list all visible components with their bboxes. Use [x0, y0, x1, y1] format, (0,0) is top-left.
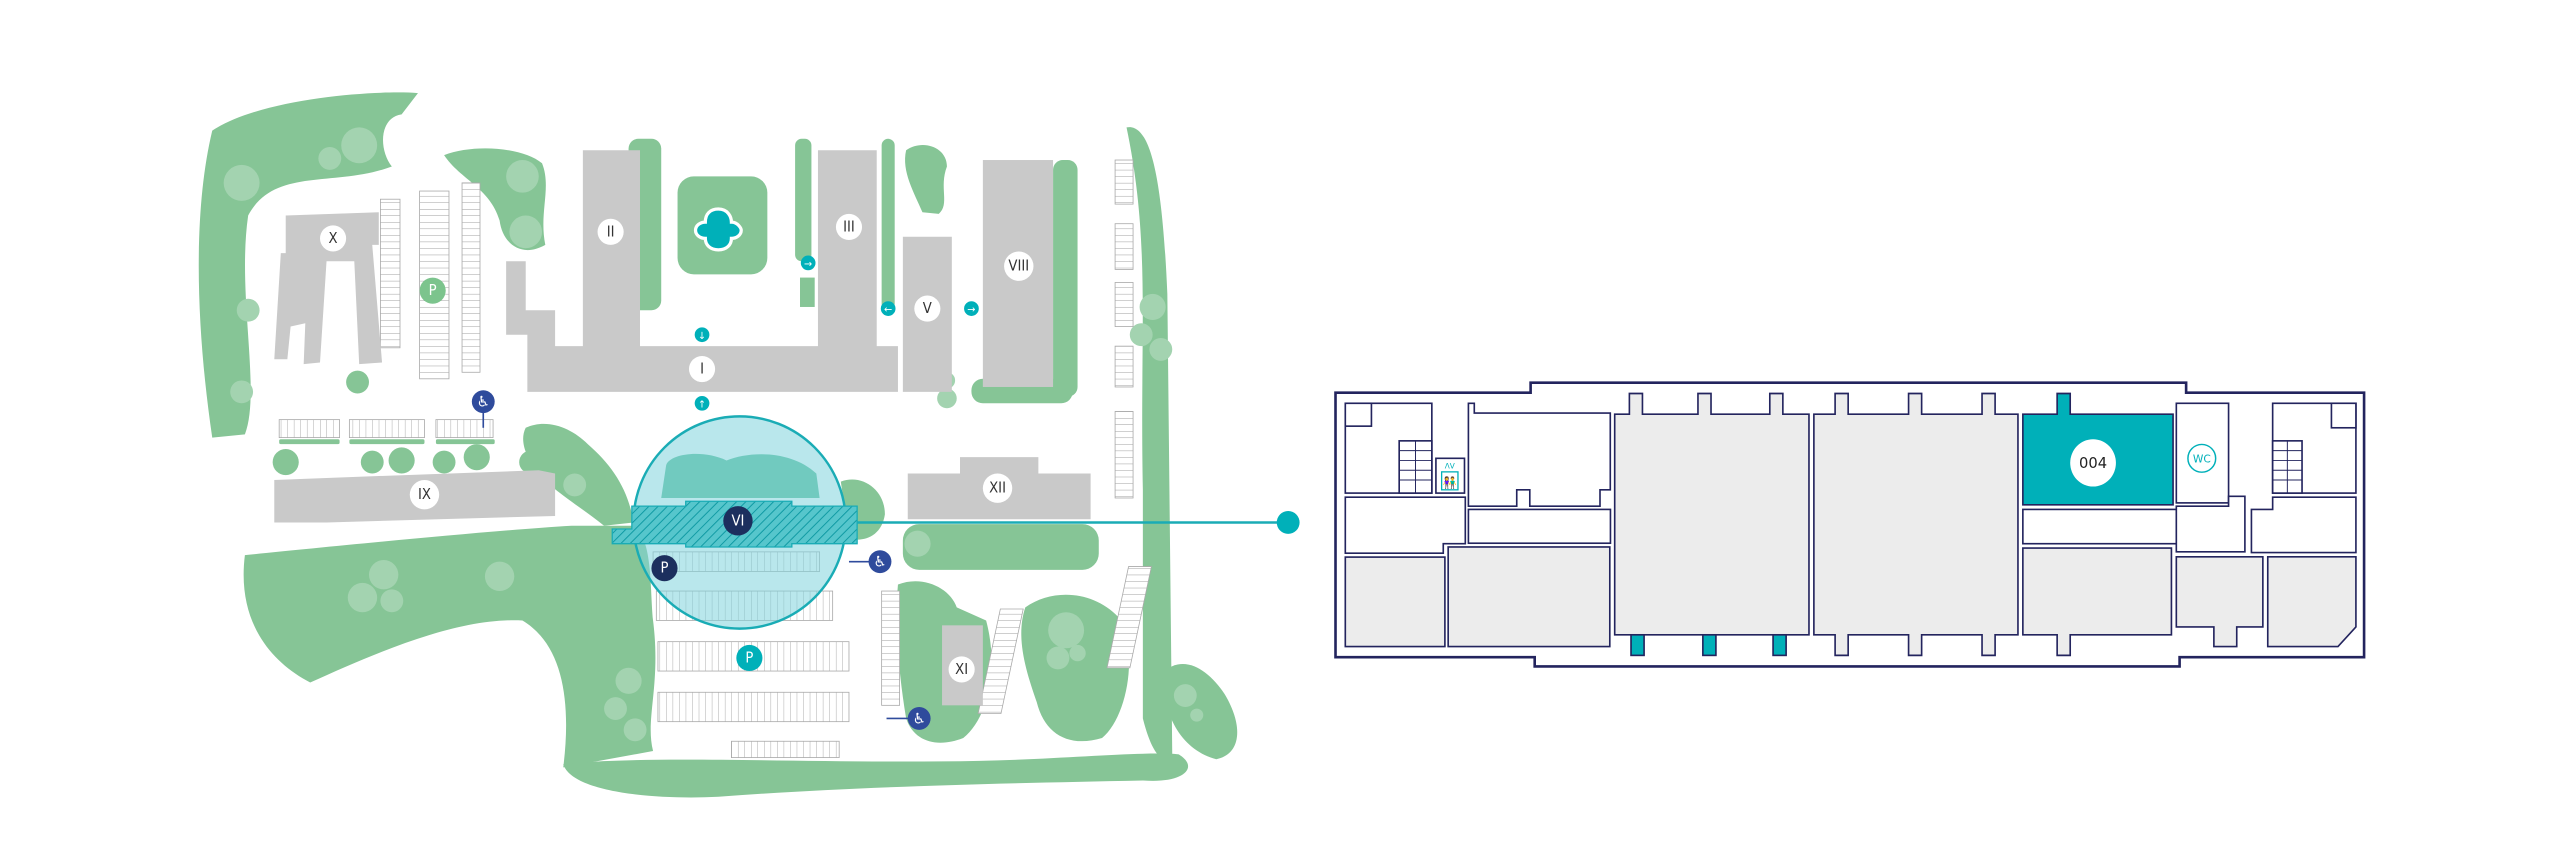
hall-1[interactable]	[1613, 392, 1810, 657]
svg-text:♿: ♿	[913, 710, 926, 727]
svg-text:↓: ↓	[698, 331, 706, 342]
room-004-label: 004	[2079, 455, 2107, 472]
entrance-arrow-icon: ↑	[694, 395, 710, 411]
room[interactable]	[2175, 555, 2264, 648]
svg-text:XI: XI	[955, 661, 968, 678]
connector-dot	[1276, 511, 1300, 534]
svg-text:♿: ♿	[477, 394, 490, 411]
parking-icon[interactable]: P	[419, 277, 446, 304]
entrance-arrow-icon: →	[800, 255, 816, 271]
stairwell-left	[1344, 402, 1433, 494]
room[interactable]	[1344, 556, 1446, 648]
svg-text:III: III	[843, 218, 855, 235]
wc-room[interactable]: WC	[2175, 402, 2230, 504]
fountain-icon	[693, 207, 743, 252]
room[interactable]	[2175, 495, 2246, 553]
svg-text:→: →	[804, 259, 812, 270]
building-label-v[interactable]: V	[914, 295, 941, 322]
svg-text:X: X	[329, 230, 338, 247]
building-label-i[interactable]: I	[688, 355, 716, 383]
svg-text:↑: ↑	[698, 399, 706, 410]
svg-text:→: →	[967, 305, 975, 316]
entrance-arrow-icon: ↓	[694, 327, 710, 343]
building-label-xi[interactable]: XI	[948, 656, 975, 683]
building-label-ii[interactable]: II	[597, 218, 624, 245]
room[interactable]	[2022, 508, 2178, 545]
svg-text:V: V	[923, 300, 932, 317]
accessible-parking-icon[interactable]: ♿	[886, 706, 931, 730]
svg-text:XII: XII	[989, 480, 1006, 497]
room[interactable]	[2250, 496, 2357, 554]
svg-text:IX: IX	[418, 486, 431, 503]
building-label-vi[interactable]: VI	[723, 506, 753, 536]
building-label-xii[interactable]: XII	[982, 473, 1013, 503]
accessible-parking-icon[interactable]: ♿	[471, 390, 495, 428]
room[interactable]	[2022, 547, 2173, 657]
svg-text:II: II	[607, 223, 615, 240]
svg-text:VI: VI	[731, 512, 744, 529]
campus-map: I II III V VIII X IX XII XI VI P P P ♿ ♿…	[198, 92, 1300, 798]
building-label-x[interactable]: X	[320, 225, 347, 252]
svg-text:P: P	[429, 282, 437, 299]
svg-text:←: ←	[884, 305, 892, 316]
entrance-arrow-icon: →	[964, 301, 979, 316]
parking-icon[interactable]: P	[736, 644, 763, 672]
building-label-iii[interactable]: III	[835, 213, 863, 241]
room[interactable]	[1447, 546, 1611, 648]
room[interactable]	[1344, 496, 1467, 554]
room-004[interactable]: 004	[2022, 392, 2174, 506]
svg-text:VIII: VIII	[1008, 258, 1029, 275]
floor-plan: ᐱᐯ 👫 004 WC	[1334, 381, 2366, 668]
svg-text:♿: ♿	[873, 554, 886, 571]
svg-text:I: I	[700, 361, 704, 378]
svg-text:ᐱᐯ: ᐱᐯ	[1445, 462, 1455, 471]
parking-icon[interactable]: P	[651, 555, 678, 582]
buildings	[274, 150, 1091, 706]
wc-label: WC	[2193, 452, 2211, 465]
room[interactable]	[1467, 508, 1612, 545]
room[interactable]	[2266, 555, 2357, 648]
elevator-icon[interactable]: ᐱᐯ 👫	[1435, 457, 1466, 494]
building-label-ix[interactable]: IX	[409, 480, 440, 510]
accessible-parking-icon[interactable]: ♿	[848, 550, 892, 574]
svg-text:P: P	[661, 560, 669, 577]
stairwell-right	[2271, 402, 2357, 494]
hall-2[interactable]	[1813, 392, 2019, 657]
room[interactable]	[1467, 402, 1612, 507]
svg-text:👫: 👫	[1443, 476, 1457, 490]
building-label-viii[interactable]: VIII	[1004, 251, 1034, 281]
entrance-arrow-icon: ←	[880, 301, 896, 316]
svg-text:P: P	[745, 649, 753, 666]
